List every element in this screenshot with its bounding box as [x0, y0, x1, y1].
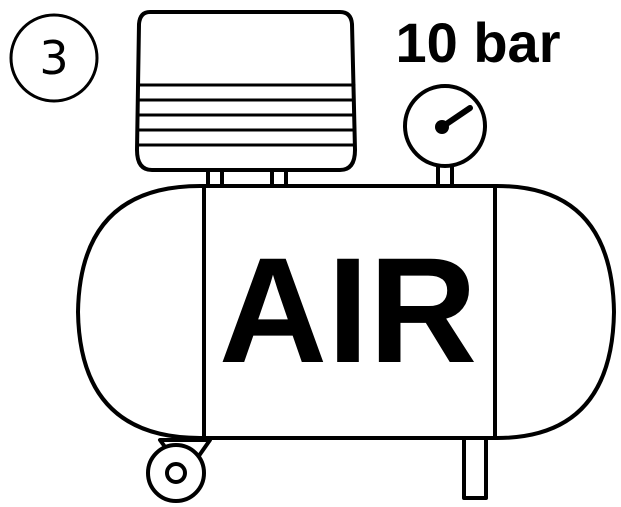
step-number: 3: [39, 31, 68, 85]
pressure-label: 10 bar: [396, 11, 561, 74]
air-tank: AIR: [76, 184, 616, 440]
step-circle: [9, 13, 99, 103]
wheel-hub: [165, 462, 187, 484]
tank-label: AIR: [219, 226, 477, 394]
wheel-assembly: [146, 438, 212, 503]
step-badge: 3: [9, 13, 99, 103]
gauge-pivot: [435, 120, 449, 134]
compressor-head: [135, 10, 357, 192]
pressure-gauge: [403, 84, 487, 188]
tank-foot: [462, 436, 488, 500]
